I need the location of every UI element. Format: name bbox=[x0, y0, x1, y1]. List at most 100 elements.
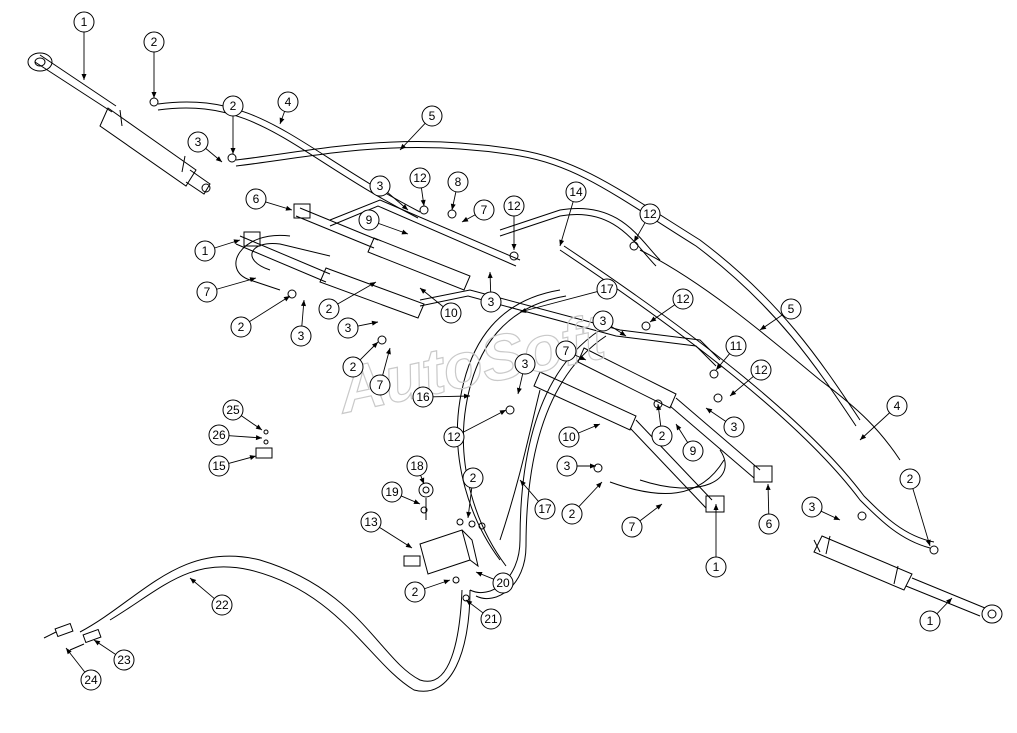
callout-number: 3 bbox=[731, 420, 738, 434]
callout-circle bbox=[406, 455, 428, 477]
callout-arrowhead bbox=[66, 648, 72, 655]
callout-c46: 2 bbox=[462, 467, 484, 519]
callout-c15: 12 bbox=[503, 195, 525, 250]
callout-c25: 7 bbox=[369, 347, 391, 396]
callout-circle bbox=[723, 416, 745, 438]
callout-circle bbox=[369, 374, 391, 396]
callout-c37: 2 bbox=[651, 403, 673, 447]
callout-arrowhead bbox=[590, 463, 596, 469]
callout-c50: 17 bbox=[519, 479, 556, 520]
callout-c59: 21 bbox=[465, 599, 502, 630]
callout-circle bbox=[534, 498, 556, 520]
callout-circle bbox=[318, 298, 340, 320]
callout-number: 22 bbox=[215, 598, 229, 612]
callout-circle bbox=[725, 335, 747, 357]
callout-arrowhead bbox=[476, 571, 483, 577]
callout-leader bbox=[399, 122, 426, 151]
callout-arrowhead bbox=[511, 244, 517, 250]
callout-circle bbox=[290, 325, 312, 347]
callout-number: 2 bbox=[412, 585, 419, 599]
callout-circle bbox=[381, 481, 403, 503]
callout-arrowhead bbox=[650, 316, 657, 322]
callout-circle bbox=[492, 572, 514, 594]
callout-c54: 2 bbox=[899, 468, 931, 547]
callout-number: 2 bbox=[238, 320, 245, 334]
hoses bbox=[79, 101, 935, 692]
callout-number: 3 bbox=[377, 179, 384, 193]
callout-arrowhead bbox=[81, 74, 87, 80]
cylinder-center-left bbox=[235, 203, 471, 319]
callout-number: 3 bbox=[522, 357, 529, 371]
callout-c24: 2 bbox=[342, 341, 379, 378]
callout-circle bbox=[360, 511, 382, 533]
callout-c49: 2 bbox=[561, 481, 603, 525]
callout-circle bbox=[503, 195, 525, 217]
callout-arrowhead bbox=[301, 300, 306, 307]
callout-c27: 12 bbox=[649, 288, 694, 323]
callout-arrowhead bbox=[634, 235, 640, 242]
callout-arrowhead bbox=[420, 199, 426, 206]
callout-circle bbox=[337, 317, 359, 339]
callout-circle bbox=[919, 610, 941, 632]
callout-c47: 13 bbox=[360, 511, 413, 549]
callout-circle bbox=[208, 424, 230, 446]
callout-arrowhead bbox=[386, 348, 391, 355]
callout-arrowhead bbox=[151, 92, 157, 98]
callout-leader bbox=[432, 395, 471, 398]
callout-number: 2 bbox=[230, 99, 237, 113]
callout-arrowhead bbox=[279, 117, 285, 124]
callout-number: 23 bbox=[117, 653, 131, 667]
callout-arrowhead bbox=[559, 239, 565, 246]
callout-leader bbox=[337, 281, 377, 305]
callout-arrowhead bbox=[713, 504, 719, 510]
callout-c3: 2 bbox=[222, 95, 244, 154]
callout-circle bbox=[443, 426, 465, 448]
callout-circle bbox=[758, 513, 780, 535]
callout-number: 7 bbox=[481, 203, 488, 217]
callout-c34: 16 bbox=[412, 386, 471, 408]
callout-number: 2 bbox=[326, 302, 333, 316]
callout-circle bbox=[447, 171, 469, 193]
callout-number: 1 bbox=[927, 614, 934, 628]
callout-circle bbox=[561, 503, 583, 525]
callout-c32: 3 bbox=[514, 353, 536, 395]
callout-arrowhead bbox=[706, 408, 713, 414]
callout-arrowhead bbox=[520, 480, 526, 487]
callout-circle bbox=[592, 310, 614, 332]
callout-number: 5 bbox=[788, 302, 795, 316]
callout-arrowhead bbox=[946, 598, 952, 605]
callout-arrowhead bbox=[676, 424, 682, 431]
callout-number: 1 bbox=[202, 244, 209, 258]
callout-arrowhead bbox=[499, 410, 506, 415]
callout-circle bbox=[358, 209, 380, 231]
callout-number: 3 bbox=[600, 314, 607, 328]
callout-circle bbox=[682, 440, 704, 462]
callout-arrowhead bbox=[369, 282, 376, 288]
callout-c29: 3 bbox=[592, 310, 627, 337]
callout-c22: 3 bbox=[337, 317, 379, 339]
callout-leader bbox=[859, 412, 890, 441]
watermark: AutoSoft bbox=[329, 300, 613, 428]
callout-number: 3 bbox=[345, 321, 352, 335]
callout-c2: 2 bbox=[143, 31, 165, 98]
callout-arrowhead bbox=[285, 205, 292, 211]
callout-number: 12 bbox=[643, 207, 657, 221]
callout-arrowhead bbox=[230, 148, 236, 154]
callout-number: 26 bbox=[212, 428, 226, 442]
callout-number: 2 bbox=[350, 360, 357, 374]
callout-c39: 3 bbox=[705, 407, 745, 438]
callout-arrowhead bbox=[466, 511, 472, 518]
callout-c4: 4 bbox=[277, 91, 299, 125]
callout-arrowhead bbox=[255, 424, 262, 430]
callout-circle bbox=[750, 359, 772, 381]
callout-c61: 23 bbox=[93, 639, 135, 671]
callout-number: 4 bbox=[285, 95, 292, 109]
callout-number: 17 bbox=[600, 282, 614, 296]
callout-arrowhead bbox=[401, 229, 408, 235]
callout-arrowhead bbox=[487, 272, 493, 279]
callout-circle bbox=[245, 188, 267, 210]
callout-number: 20 bbox=[496, 576, 510, 590]
callout-circle bbox=[211, 594, 233, 616]
callout-c38: 9 bbox=[675, 423, 704, 462]
callout-number: 12 bbox=[447, 430, 461, 444]
